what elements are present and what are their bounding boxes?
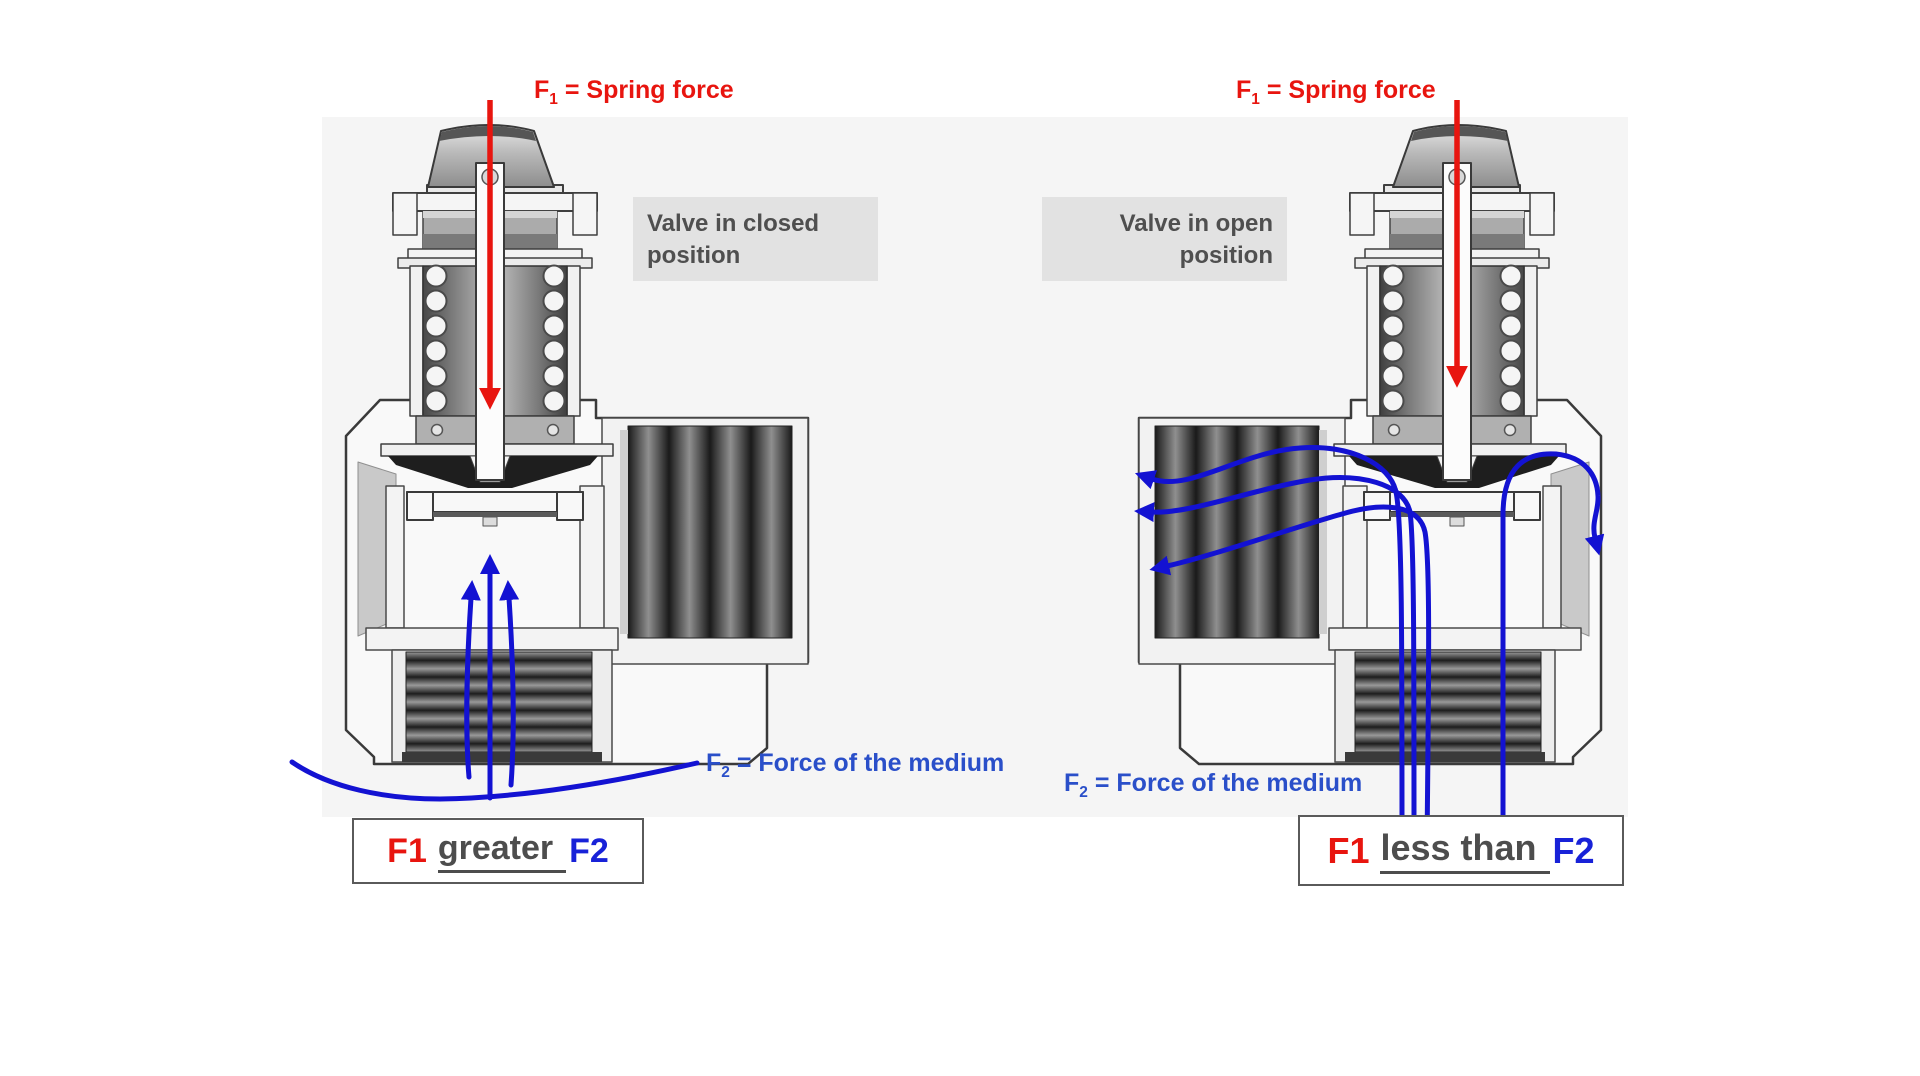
relation-text: less than [1380,827,1550,874]
medium-force-label-open: F2 = Force of the medium [1064,769,1363,801]
force-comparison-closed: F1 greater F2 [352,818,644,884]
relation-text: greater [437,829,567,873]
medium-force-label-closed: F2 = Force of the medium [706,749,1005,781]
medium-flow-arrows-closed [289,554,700,802]
f2-symbol: F2 [1552,829,1595,871]
f1-symbol: F1 [1327,829,1370,871]
valve-state-label-open: Valve in open position [1042,197,1287,281]
spring-force-label-closed: F1 = Spring force [534,76,734,108]
force-comparison-open: F1 less than F2 [1298,815,1624,886]
spring-force-label-open: F1 = Spring force [1236,76,1436,108]
f2-symbol: F2 [569,831,609,870]
f1-symbol: F1 [387,831,427,870]
valve-state-label-closed: Valve in closed position [633,197,878,281]
medium-flow-arrows-open [1134,444,1605,848]
